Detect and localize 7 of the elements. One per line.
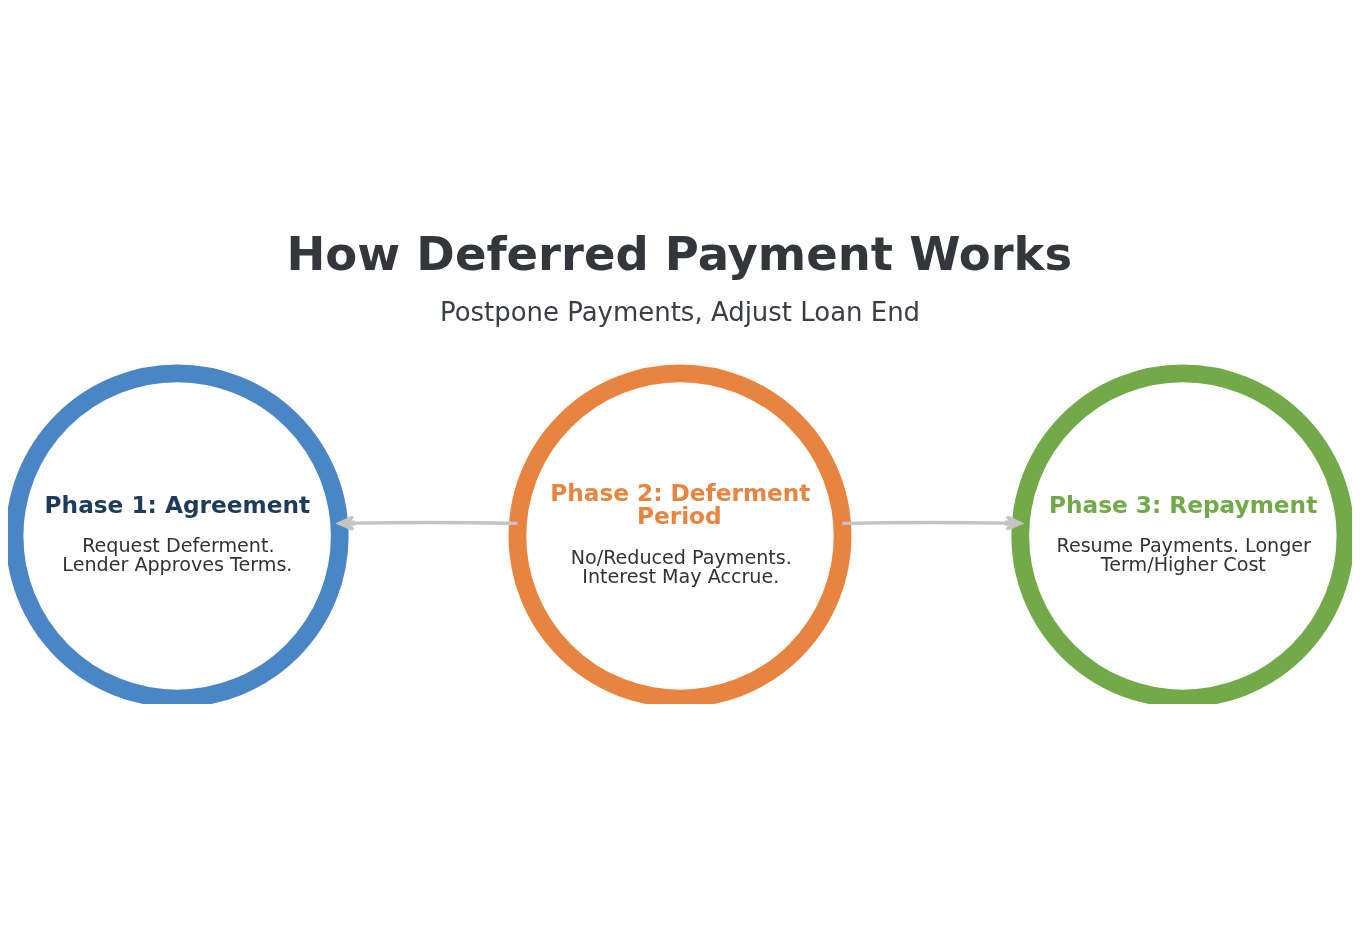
arrow [842, 514, 1023, 531]
node-circle: Phase 2: Deferment Period No/Reduced Payments. Interest May Accrue. [508, 363, 852, 704]
node-circle: Phase 1: Agreement Request Deferment. Lender Approves Terms. [8, 363, 349, 704]
diagram-title: How Deferred Payment Works [286, 226, 1073, 281]
label: Postpone Payments, Adjust Loan End [439, 296, 921, 327]
node-circle: Phase 3: Repayment Resume Payments. Longer Term/Higher Cost [1011, 363, 1352, 704]
arrow [337, 514, 518, 531]
